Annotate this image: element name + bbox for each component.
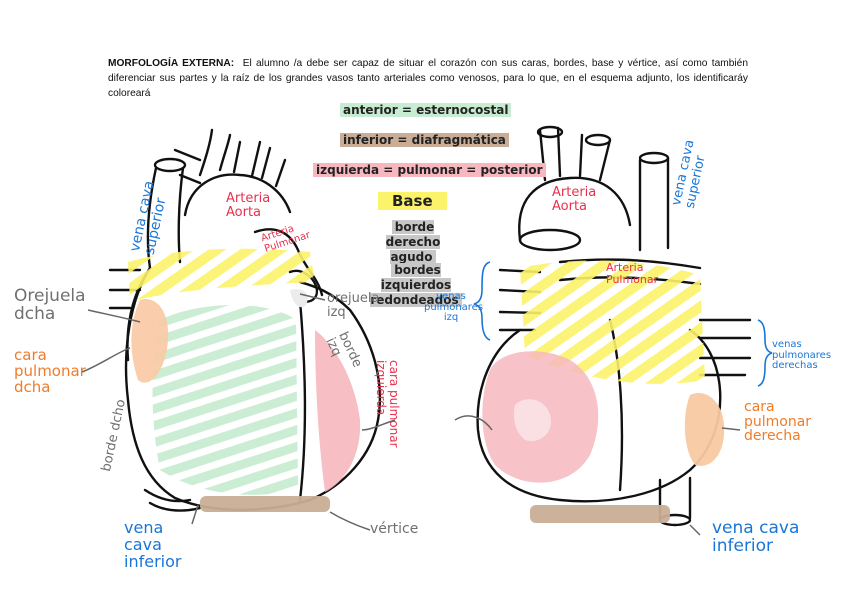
label-cara-pulmonar-derecha: cara pulmonar derecha — [744, 399, 812, 445]
label-arteria-aorta-left: Arteria Aorta — [226, 191, 271, 220]
pointer-lines — [81, 293, 741, 536]
label-venas-pulmonares-izq: venas pulmonares izq — [424, 291, 484, 323]
legend-borde-derecho: borde derecho agudo — [385, 220, 441, 264]
label-orejuela-izq: orejuela izq — [327, 291, 380, 320]
label-vena-cava-inferior-left: vena cava inferior — [124, 518, 182, 571]
right-heart-colors — [482, 260, 725, 523]
label-cara-pulmonar-dcha: cara pulmonar dcha — [14, 346, 86, 396]
legend-anterior: anterior = esternocostal — [340, 103, 512, 117]
legend-base: Base — [378, 192, 447, 210]
left-heart — [108, 128, 382, 512]
label-orejuela-dcha: Orejuela dcha — [14, 286, 86, 324]
label-arteria-aorta-right: Arteria Aorta — [552, 185, 597, 214]
bracket-left-veins — [473, 261, 491, 341]
bracket-right-veins — [757, 319, 773, 387]
label-vertice: vértice — [370, 521, 419, 537]
left-heart-colors — [128, 248, 361, 512]
intro-heading: MORFOLOGÍA EXTERNA: — [108, 58, 235, 69]
legend-izquierda: izquierda = pulmonar = posterior — [313, 163, 546, 177]
intro-paragraph: MORFOLOGÍA EXTERNA: El alumno /a debe se… — [108, 56, 748, 101]
label-venas-pulmonares-derechas: venas pulmonares derechas — [772, 339, 832, 371]
intro-text: El alumno /a debe ser capaz de situar el… — [108, 58, 748, 99]
label-arteria-pulmonar-right: Arteria Pulmonar — [606, 261, 659, 286]
label-vena-cava-inferior-right: vena cava inferior — [712, 518, 800, 556]
legend-inferior: inferior = diafragmática — [340, 133, 509, 147]
legend-bordes-izquierdos: bordes izquierdos redondeados — [362, 263, 470, 308]
